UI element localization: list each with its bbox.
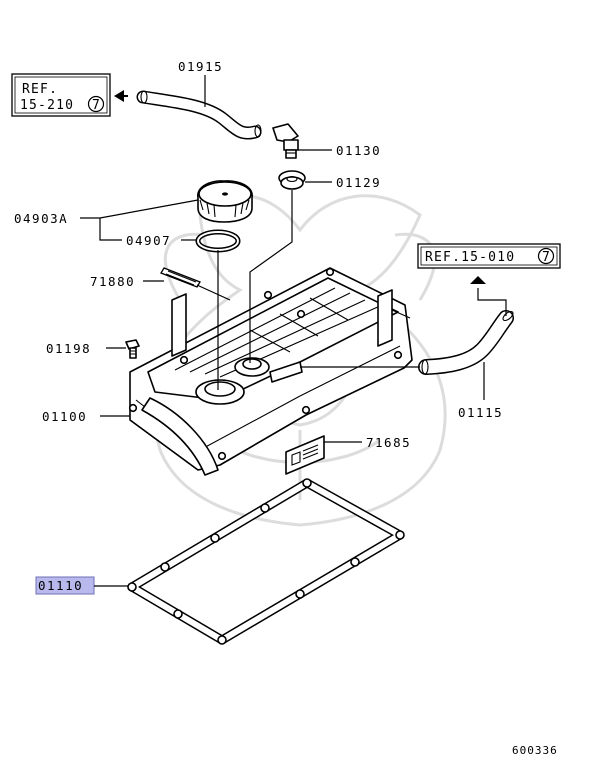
label-01915: 01915 xyxy=(178,59,223,74)
label-71685: 71685 xyxy=(366,435,411,450)
label-01130: 01130 xyxy=(336,143,381,158)
pcv-valve-01130 xyxy=(272,123,299,159)
ref1-line1: REF. xyxy=(22,82,58,97)
label-01110[interactable]: 01110 xyxy=(38,578,83,593)
arrow-up-icon xyxy=(470,276,486,284)
arrow-left-icon xyxy=(114,90,124,102)
gasket-01110 xyxy=(127,478,405,645)
ref1-line2: 15-210 xyxy=(20,98,74,113)
ref1-circle-num: 7 xyxy=(92,98,100,113)
oil-cap-04903A xyxy=(197,180,253,223)
label-01100: 01100 xyxy=(42,409,87,424)
rocker-cover-01100 xyxy=(128,267,413,476)
strip-71880 xyxy=(160,267,201,288)
leader-grommet-to-cover xyxy=(249,190,293,363)
leader-04903A xyxy=(80,199,199,241)
label-71880: 71880 xyxy=(90,274,135,289)
ref-box-15-010[interactable]: REF.15-010 7 xyxy=(417,243,561,269)
label-01129: 01129 xyxy=(336,175,381,190)
ref2-circle-num: 7 xyxy=(542,250,550,265)
label-01198: 01198 xyxy=(46,341,91,356)
hose-01915 xyxy=(136,90,262,140)
label-04907: 04907 xyxy=(126,233,171,248)
ref-box-15-210[interactable]: REF. 15-210 7 xyxy=(11,73,111,117)
leader-ref2 xyxy=(477,288,507,316)
bolt-01198 xyxy=(125,339,140,359)
leader-strip-to-cover xyxy=(196,284,231,301)
label-04903A: 04903A xyxy=(14,211,68,226)
footer-code: 600336 xyxy=(512,744,558,757)
grommet-01129 xyxy=(278,170,306,190)
hose-01115 xyxy=(418,310,514,375)
label-01115: 01115 xyxy=(458,405,503,420)
ref2-text: REF.15-010 xyxy=(425,250,515,265)
label-plate-71685 xyxy=(285,435,325,475)
